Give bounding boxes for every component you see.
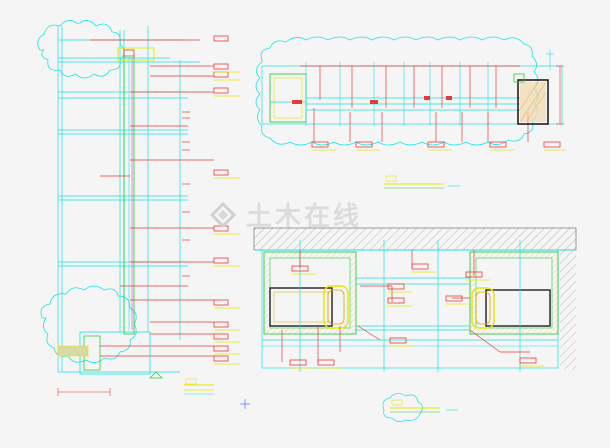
sill-detail xyxy=(79,331,151,375)
head-detail xyxy=(117,47,155,61)
view-title-bottom-right xyxy=(382,393,458,422)
left-jamb xyxy=(269,73,307,123)
vertical-grid-lines xyxy=(57,26,181,372)
right-column xyxy=(517,79,549,125)
revision-cloud-bottom xyxy=(40,285,137,363)
callout-labels-top xyxy=(311,141,566,151)
top-horizontal-section-view xyxy=(255,36,566,189)
left-inner-box xyxy=(269,287,333,327)
vertical-section-view xyxy=(37,20,240,396)
leader-lines-top xyxy=(300,65,529,142)
revision-cloud-top xyxy=(37,20,125,79)
bottom-horizontal-section-view xyxy=(253,227,577,422)
ceiling-hatch-band xyxy=(253,227,577,251)
view-title-top-right xyxy=(384,175,460,189)
leader-lines-bottom xyxy=(281,250,530,362)
watermark-logo-icon xyxy=(209,201,237,229)
dimension-bottom xyxy=(57,388,111,396)
right-inner-box xyxy=(485,289,551,327)
leader-lines-vertical xyxy=(90,39,214,357)
callout-labels-bottom xyxy=(289,263,544,369)
mullion-profile xyxy=(123,55,135,335)
view-title-left xyxy=(184,378,214,395)
horizontal-grid-lines xyxy=(58,39,188,267)
callout-labels-vertical xyxy=(213,35,240,365)
